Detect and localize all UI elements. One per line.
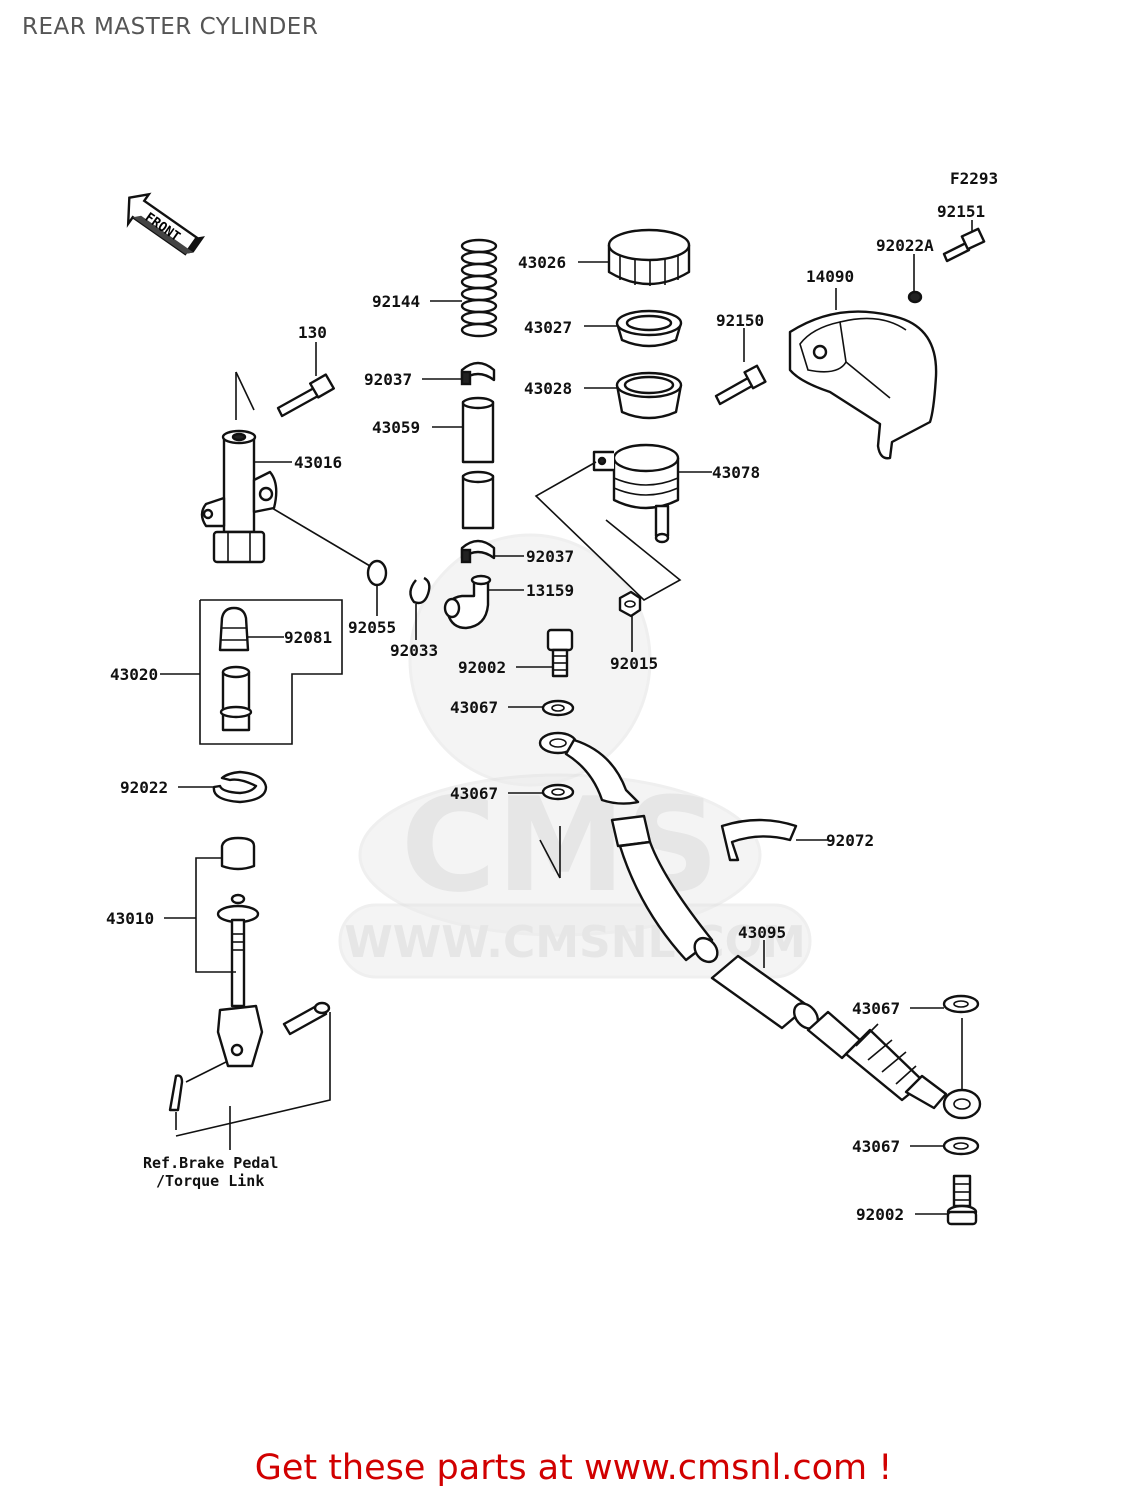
reservoir-bolt-part [714, 364, 767, 406]
circlip-part [409, 576, 431, 605]
reference-note-line1: Ref.Brake Pedal [143, 1154, 278, 1172]
piston-cap-part [218, 606, 250, 652]
callout-label: 92055 [348, 618, 396, 637]
callout-label: 92072 [826, 831, 874, 850]
circlip-part [212, 770, 268, 804]
mounting-bolt-part [276, 373, 335, 418]
callout-label: 43078 [712, 463, 760, 482]
callout-label: 43016 [294, 453, 342, 472]
cotter-pin-part [168, 1074, 184, 1112]
hose-clamp-part [460, 539, 496, 564]
elbow-fitting-part [443, 574, 492, 630]
callout-label: 43067 [450, 698, 498, 717]
cover-bolt-part [942, 227, 986, 263]
footer-link[interactable]: Get these parts at www.cmsnl.com ! [254, 1448, 893, 1488]
callout-label: 14090 [806, 267, 854, 286]
callout-label: 43028 [524, 379, 572, 398]
reservoir-diaphragm-part [615, 371, 683, 420]
callout-label: 13159 [526, 581, 574, 600]
banjo-bolt-part [546, 628, 574, 678]
callout-label: 92002 [856, 1205, 904, 1224]
callout-label: 43010 [106, 909, 154, 928]
callout-label: 43067 [450, 784, 498, 803]
page-title: REAR MASTER CYLINDER [22, 14, 319, 40]
front-arrow-icon: FRONT [126, 192, 206, 256]
piston-part [219, 665, 253, 732]
master-cylinder-part [200, 429, 278, 564]
callout-label: 43026 [518, 253, 566, 272]
o-ring-part [366, 559, 388, 587]
gasket-washer-part [942, 994, 980, 1014]
figure-code: F2293 [950, 169, 998, 188]
callout-label: 43067 [852, 999, 900, 1018]
callout-labels: 92151 92022A 14090 43026 92144 43027 921… [106, 202, 985, 1224]
callout-label: 43067 [852, 1137, 900, 1156]
gasket-washer-part [942, 1136, 980, 1156]
callout-label: 92022A [876, 236, 934, 255]
banjo-bolt-part [946, 1174, 978, 1226]
reservoir-cover-part [788, 310, 938, 460]
watermark-site: WWW.CMSNL.COM [344, 917, 806, 968]
callout-label: 92033 [390, 641, 438, 660]
callout-label: 92150 [716, 311, 764, 330]
reservoir-cap-part [607, 228, 691, 286]
spring-part [460, 238, 498, 338]
callout-label: 92081 [284, 628, 332, 647]
gasket-washer-part [541, 699, 575, 717]
callout-label: 92037 [364, 370, 412, 389]
nut-part [618, 590, 642, 618]
callout-label: 92037 [526, 547, 574, 566]
parts-diagram: CMS WWW.CMSNL.COM FRONT F2293 [106, 169, 998, 1226]
callout-label: 92022 [120, 778, 168, 797]
callout-label: 92015 [610, 654, 658, 673]
callout-label: 92151 [937, 202, 985, 221]
reference-note-line2: /Torque Link [156, 1172, 264, 1190]
push-rod-part [216, 836, 264, 1068]
callout-label: 92144 [372, 292, 420, 311]
reservoir-plate-part [615, 309, 683, 348]
leader-lines [160, 220, 973, 1215]
hose-clamp-part [460, 361, 496, 386]
reservoir-hose-part [461, 396, 495, 530]
brake-hose-part [538, 731, 982, 1120]
callout-label: 43027 [524, 318, 572, 337]
gasket-washer-part [541, 783, 575, 801]
callout-label: 43059 [372, 418, 420, 437]
hose-clamp-part [720, 818, 798, 862]
washer-part [907, 290, 923, 304]
callout-label: 92002 [458, 658, 506, 677]
brake-reservoir-part [592, 443, 680, 544]
callout-label: 43095 [738, 923, 786, 942]
callout-label: 43020 [110, 665, 158, 684]
callout-label: 130 [298, 323, 327, 342]
clevis-pin-part [282, 1001, 331, 1036]
